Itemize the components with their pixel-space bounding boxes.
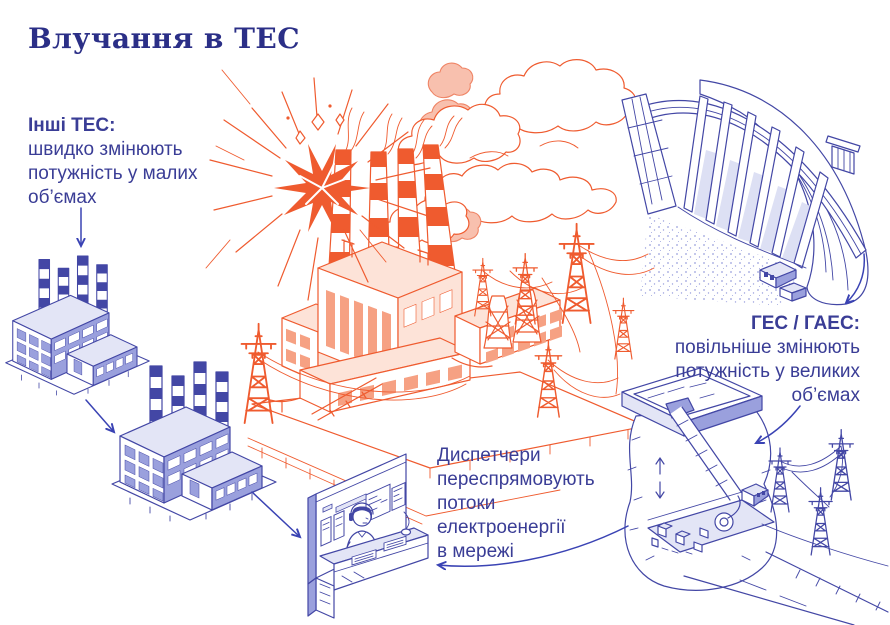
note-line: потужність у малих <box>28 163 198 184</box>
small-tpp-illustration-1 <box>5 255 150 396</box>
pumped-storage-illustration <box>621 367 889 625</box>
note-hpp-heading: ГЕС / ГАЕС: <box>750 313 860 334</box>
explosion-icon <box>205 69 431 301</box>
note-other-tpp-heading: Інші ТЕС: <box>28 115 116 136</box>
note-dispatchers: Диспетчери переспрямовують потоки електр… <box>437 444 657 564</box>
power-line-icon <box>240 222 655 424</box>
smoke-clouds-icon <box>345 59 637 248</box>
page-title: Влучання в ТЕС <box>28 22 301 55</box>
arrow-factory2-to-dispatcher <box>251 491 300 537</box>
note-hpp: ГЕС / ГАЕС: повільніше змінюють потужніс… <box>600 312 860 408</box>
note-line: Диспетчери <box>437 445 541 466</box>
arrow-hpp-note-to-station <box>756 405 801 443</box>
note-line: швидко змінюють <box>28 139 183 160</box>
flow-arrows <box>81 207 866 566</box>
note-line: в мережі <box>437 541 514 562</box>
note-line: електроенергії <box>437 517 566 538</box>
note-line: переспрямовують <box>437 469 595 490</box>
arrow-factory1-to-factory2 <box>85 399 114 432</box>
note-other-tpp: Інші ТЕС: швидко змінюють потужність у м… <box>28 114 258 210</box>
arrow-dam-to-hpp-note <box>846 253 866 303</box>
note-line: потоки <box>437 493 496 514</box>
note-line: об’ємах <box>791 385 861 406</box>
note-line: повільніше змінюють <box>674 337 860 358</box>
note-line: об’ємах <box>28 187 97 208</box>
small-tpp-illustration-2 <box>111 361 277 522</box>
dam-illustration <box>621 79 869 306</box>
plant-buildings <box>269 239 562 421</box>
note-line: потужність у великих <box>675 361 860 382</box>
damaged-tpp-illustration <box>205 59 655 525</box>
arrow-dispatcher-note-to-console <box>438 525 629 566</box>
dispatcher-console-illustration <box>307 453 429 619</box>
